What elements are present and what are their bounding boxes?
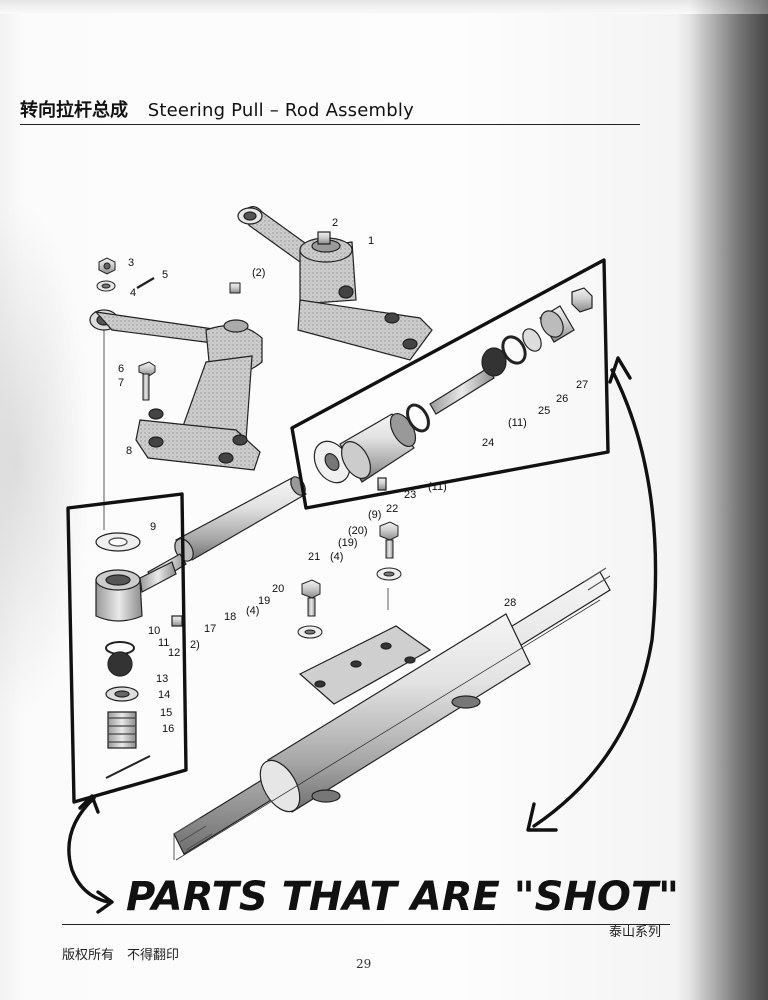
label-part-19: 19 bbox=[258, 595, 270, 607]
label-part-25: 25 bbox=[538, 405, 550, 417]
label-part-6: 6 bbox=[118, 363, 124, 375]
label-part-21: 21 bbox=[308, 551, 320, 563]
label-part-17: 17 bbox=[204, 623, 216, 635]
label-part-26: 26 bbox=[556, 393, 568, 405]
title-chinese: 转向拉杆总成 bbox=[20, 100, 128, 121]
label-part-2-side: 2) bbox=[190, 639, 200, 651]
title-english: Steering Pull – Rod Assembly bbox=[147, 100, 414, 121]
label-part-20-ref: (20) bbox=[348, 525, 368, 537]
copyright-notice: 版权所有 不得翻印 bbox=[62, 948, 180, 963]
page-top-edge bbox=[0, 0, 768, 14]
label-part-11: 11 bbox=[158, 637, 169, 649]
arrowhead-right-top bbox=[608, 356, 632, 384]
label-part-9-ref: (9) bbox=[368, 509, 381, 521]
label-part-20: 20 bbox=[272, 583, 284, 595]
handwritten-note: PARTS THAT ARE "SHOT" bbox=[126, 874, 679, 920]
label-part-14: 14 bbox=[158, 689, 170, 701]
label-part-27: 27 bbox=[576, 379, 588, 391]
label-part-12: 12 bbox=[168, 647, 180, 659]
label-part-4: 4 bbox=[130, 287, 136, 299]
ball-joint-parts-right bbox=[313, 287, 593, 491]
label-part-8: 8 bbox=[126, 445, 132, 457]
marker-arrow-right bbox=[532, 368, 658, 828]
label-part-22: 22 bbox=[386, 503, 398, 515]
arrowhead-left-bottom bbox=[96, 890, 114, 914]
arrowhead-left-top bbox=[78, 794, 100, 814]
label-part-7: 7 bbox=[118, 377, 124, 389]
label-part-24: 24 bbox=[482, 437, 494, 449]
book-spine-shadow bbox=[690, 0, 768, 1000]
label-part-9: 9 bbox=[150, 521, 156, 533]
ball-joint-parts-left bbox=[95, 532, 183, 779]
bolt-and-washer-set bbox=[297, 521, 402, 639]
label-part-16: 16 bbox=[162, 723, 174, 735]
footer-rule bbox=[62, 924, 670, 925]
label-part-19-ref: (19) bbox=[338, 537, 358, 549]
steering-arm-lower bbox=[89, 309, 263, 471]
label-part-2: 2 bbox=[332, 217, 338, 229]
label-part-4-ref-a: (4) bbox=[246, 605, 259, 617]
label-part-28: 28 bbox=[504, 597, 516, 609]
axle-rod bbox=[173, 567, 611, 855]
marker-arrow-left bbox=[67, 796, 110, 904]
label-part-15: 15 bbox=[160, 707, 172, 719]
label-part-2-ref: (2) bbox=[252, 267, 265, 279]
label-part-4-ref-b: (4) bbox=[330, 551, 343, 563]
steering-arm-upper bbox=[237, 206, 433, 361]
leader-lines bbox=[103, 330, 601, 861]
series-name: 泰山系列 bbox=[609, 925, 662, 940]
marker-box-right bbox=[290, 258, 610, 510]
page-title: 转向拉杆总成 Steering Pull – Rod Assembly bbox=[20, 96, 414, 122]
part-number-labels: 1 2 (2) 3 4 5 6 7 8 9 (9) 10 11 (11) (11… bbox=[118, 217, 588, 735]
header-rule bbox=[20, 124, 640, 125]
small-hardware-group bbox=[96, 257, 241, 401]
marker-annotations: PARTS THAT ARE "SHOT" bbox=[66, 258, 679, 920]
marker-box-left bbox=[66, 492, 188, 804]
label-part-5: 5 bbox=[162, 269, 168, 281]
label-part-3: 3 bbox=[128, 257, 134, 269]
arrowhead-right-bottom bbox=[526, 802, 558, 832]
label-part-18: 18 bbox=[224, 611, 236, 623]
label-part-13: 13 bbox=[156, 673, 168, 685]
label-part-10: 10 bbox=[148, 625, 160, 637]
page-number: 29 bbox=[356, 957, 372, 971]
label-part-1: 1 bbox=[368, 235, 374, 247]
label-part-23: 23 bbox=[404, 489, 416, 501]
label-part-11-ref-a: (11) bbox=[508, 417, 527, 429]
scan-smudge bbox=[0, 200, 90, 720]
